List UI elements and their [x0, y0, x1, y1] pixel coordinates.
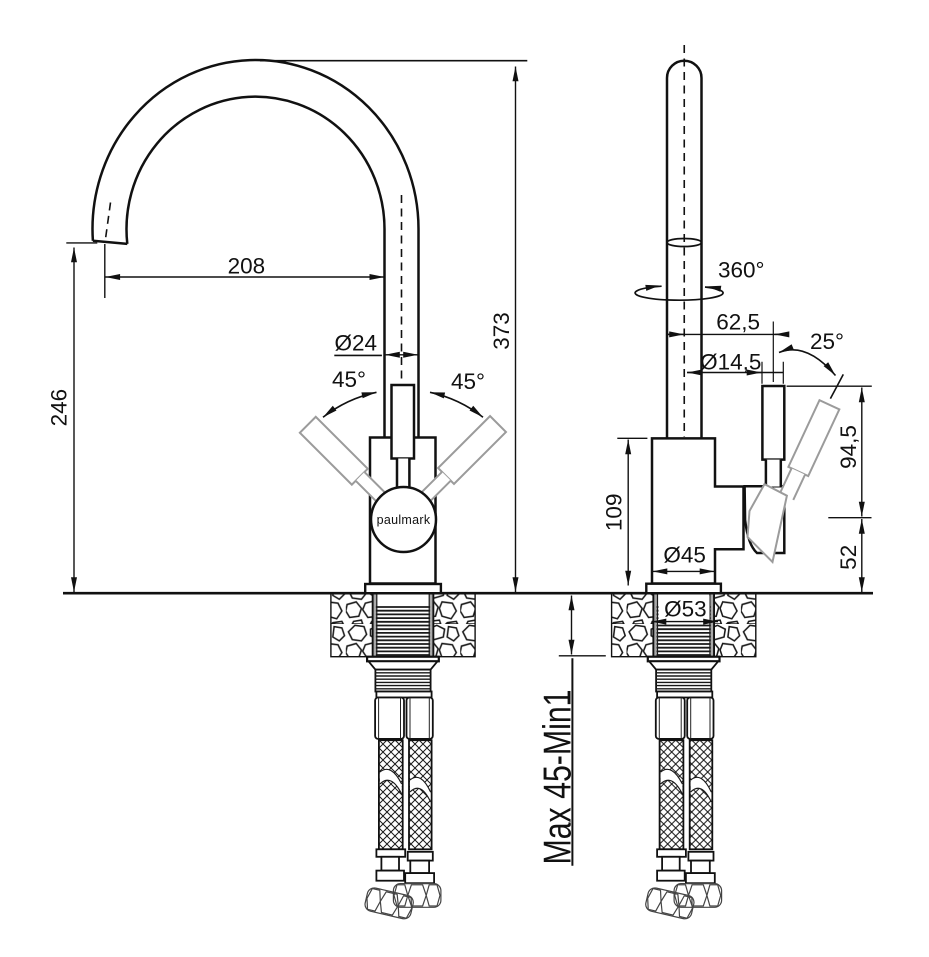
svg-text:109: 109 [601, 494, 626, 532]
svg-text:62,5: 62,5 [716, 310, 760, 335]
svg-text:paulmark: paulmark [377, 513, 431, 527]
svg-text:Ø14,5: Ø14,5 [700, 350, 761, 375]
svg-text:94,5: 94,5 [836, 425, 861, 469]
svg-text:Ø53: Ø53 [664, 597, 707, 622]
svg-text:Max 45-Min1: Max 45-Min1 [537, 690, 580, 865]
svg-text:52: 52 [836, 545, 861, 570]
svg-text:246: 246 [47, 389, 72, 427]
svg-text:Ø45: Ø45 [663, 543, 706, 568]
svg-text:Ø24: Ø24 [335, 331, 378, 356]
svg-text:360°: 360° [718, 258, 765, 283]
svg-text:373: 373 [489, 312, 514, 350]
svg-text:45°: 45° [451, 369, 485, 394]
svg-text:25°: 25° [810, 329, 844, 354]
svg-text:45°: 45° [332, 367, 366, 392]
svg-text:208: 208 [228, 254, 266, 279]
